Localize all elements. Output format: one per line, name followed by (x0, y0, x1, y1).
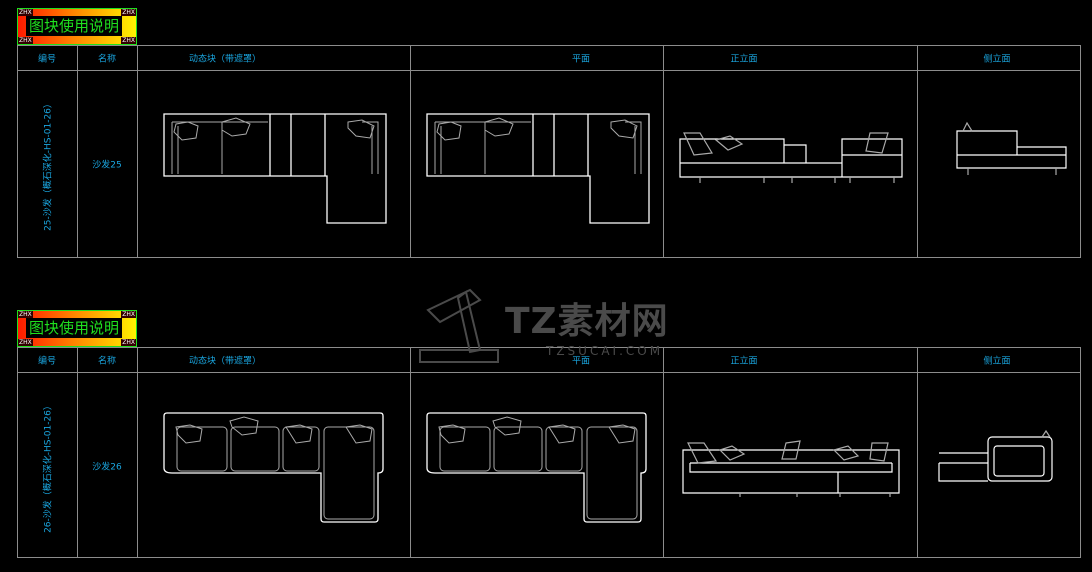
badge-corner-tag: ZHX (18, 37, 33, 44)
sofa26-front-elevation-drawing (682, 440, 900, 497)
table-1-grid (17, 45, 1081, 258)
header-dynamic-block: 动态块（带遮罩） (188, 356, 262, 367)
sofa26-dynamic-block-drawing (163, 412, 384, 523)
badge-corner-tag: ZHX (18, 311, 33, 318)
badge-title: 图块使用说明 (26, 16, 123, 36)
header-plan: 平面 (571, 54, 591, 65)
header-code: 编号 (37, 54, 57, 65)
sofa25-plan-drawing (426, 113, 650, 224)
badge-corner-tag: ZHX (121, 311, 136, 318)
table-2-grid (17, 347, 1081, 558)
badge-corner-tag: ZHX (121, 9, 136, 16)
badge-title: 图块使用说明 (26, 318, 123, 338)
header-side-elevation: 侧立面 (983, 54, 1011, 65)
header-front-elevation: 正立面 (730, 54, 758, 65)
badge-corner-tag: ZHX (121, 339, 136, 346)
watermark-brand: TZ素材网 (505, 301, 669, 342)
header-side-elevation: 侧立面 (983, 356, 1011, 367)
sofa26-side-elevation-drawing (938, 429, 1053, 482)
header-plan: 平面 (571, 356, 591, 367)
header-code: 编号 (37, 356, 57, 367)
sofa25-dynamic-block-drawing (163, 113, 387, 224)
watermark-logo-mark (419, 288, 499, 363)
row-code: 25-沙发（概石深化-HS-01-26） (43, 99, 54, 231)
header-name: 名称 (97, 54, 117, 65)
block-usage-badge: ZHX ZHX ZHX ZHX 图块使用说明 (17, 310, 137, 347)
sofa25-front-elevation-drawing (679, 132, 903, 183)
block-usage-badge: ZHX ZHX ZHX ZHX 图块使用说明 (17, 8, 137, 45)
badge-corner-tag: ZHX (121, 37, 136, 44)
watermark-domain: TZSUCAI.COM (546, 344, 664, 358)
row-name: 沙发25 (92, 160, 122, 171)
header-name: 名称 (97, 356, 117, 367)
row-code: 26-沙发（概石深化-HS-01-26） (43, 401, 54, 533)
badge-corner-tag: ZHX (18, 339, 33, 346)
header-front-elevation: 正立面 (730, 356, 758, 367)
badge-corner-tag: ZHX (18, 9, 33, 16)
sofa26-plan-drawing (426, 412, 647, 523)
row-name: 沙发26 (92, 462, 122, 473)
sofa25-side-elevation-drawing (956, 121, 1067, 175)
header-dynamic-block: 动态块（带遮罩） (188, 54, 262, 65)
